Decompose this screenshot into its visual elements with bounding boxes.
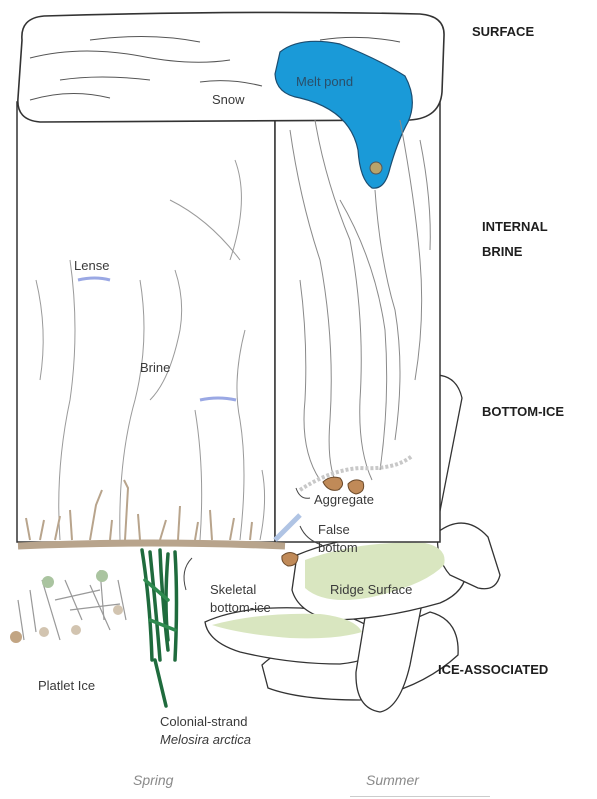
season-summer: Summer: [366, 772, 419, 788]
label-colonial-strand: Colonial-strand: [160, 714, 247, 729]
season-divider: [350, 796, 490, 797]
zone-surface: SURFACE: [472, 22, 534, 42]
season-spring: Spring: [133, 772, 173, 788]
label-false-line1: False: [318, 522, 350, 537]
zone-internal-line2: BRINE: [482, 242, 522, 262]
label-ridge-surface: Ridge Surface: [330, 582, 412, 597]
label-snow: Snow: [212, 92, 245, 107]
zone-internal-line1: INTERNAL: [482, 217, 548, 237]
label-aggregate: Aggregate: [314, 492, 374, 507]
zone-bottom-ice: BOTTOM-ICE: [482, 402, 564, 422]
label-lense: Lense: [74, 258, 109, 273]
label-false-line2: bottom: [318, 540, 358, 555]
zone-ice-associated: ICE-ASSOCIATED: [438, 660, 548, 680]
melosira-strands: [142, 550, 177, 706]
label-species: Melosira arctica: [160, 732, 251, 747]
label-platlet-ice: Platlet Ice: [38, 678, 95, 693]
aggregate-3: [282, 553, 298, 567]
label-skeletal-line1: Skeletal: [210, 582, 256, 597]
label-melt-pond: Melt pond: [296, 74, 353, 89]
pond-algae: [370, 162, 382, 174]
ice-block-right: [275, 102, 440, 542]
ice-block-left: [17, 102, 275, 542]
platelet-ice: [10, 570, 126, 643]
label-brine: Brine: [140, 360, 170, 375]
label-skeletal-line2: bottom-ice: [210, 600, 271, 615]
